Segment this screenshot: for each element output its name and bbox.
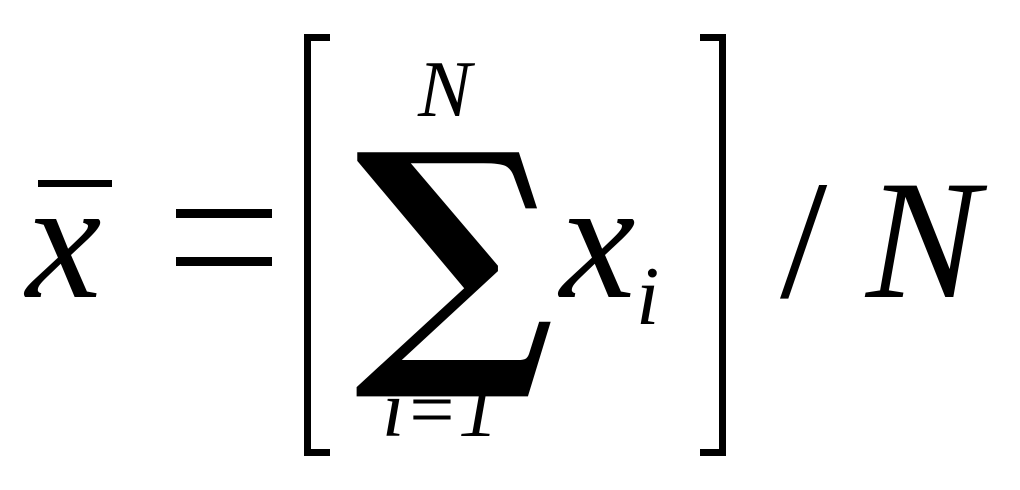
right-bracket xyxy=(700,34,726,456)
division-slash: / xyxy=(780,146,828,334)
equals-sign-top-bar xyxy=(176,209,272,218)
equals-sign-bottom-bar xyxy=(176,257,272,266)
summation-sign: ∑ xyxy=(354,94,556,409)
term-variable: x xyxy=(560,146,636,334)
sum-lower-limit: i=1 xyxy=(382,366,499,454)
term-subscript: i xyxy=(636,250,660,343)
overbar xyxy=(38,180,112,187)
denominator: N xyxy=(866,146,980,334)
left-bracket xyxy=(304,34,330,456)
sum-upper-limit: N xyxy=(418,46,472,134)
